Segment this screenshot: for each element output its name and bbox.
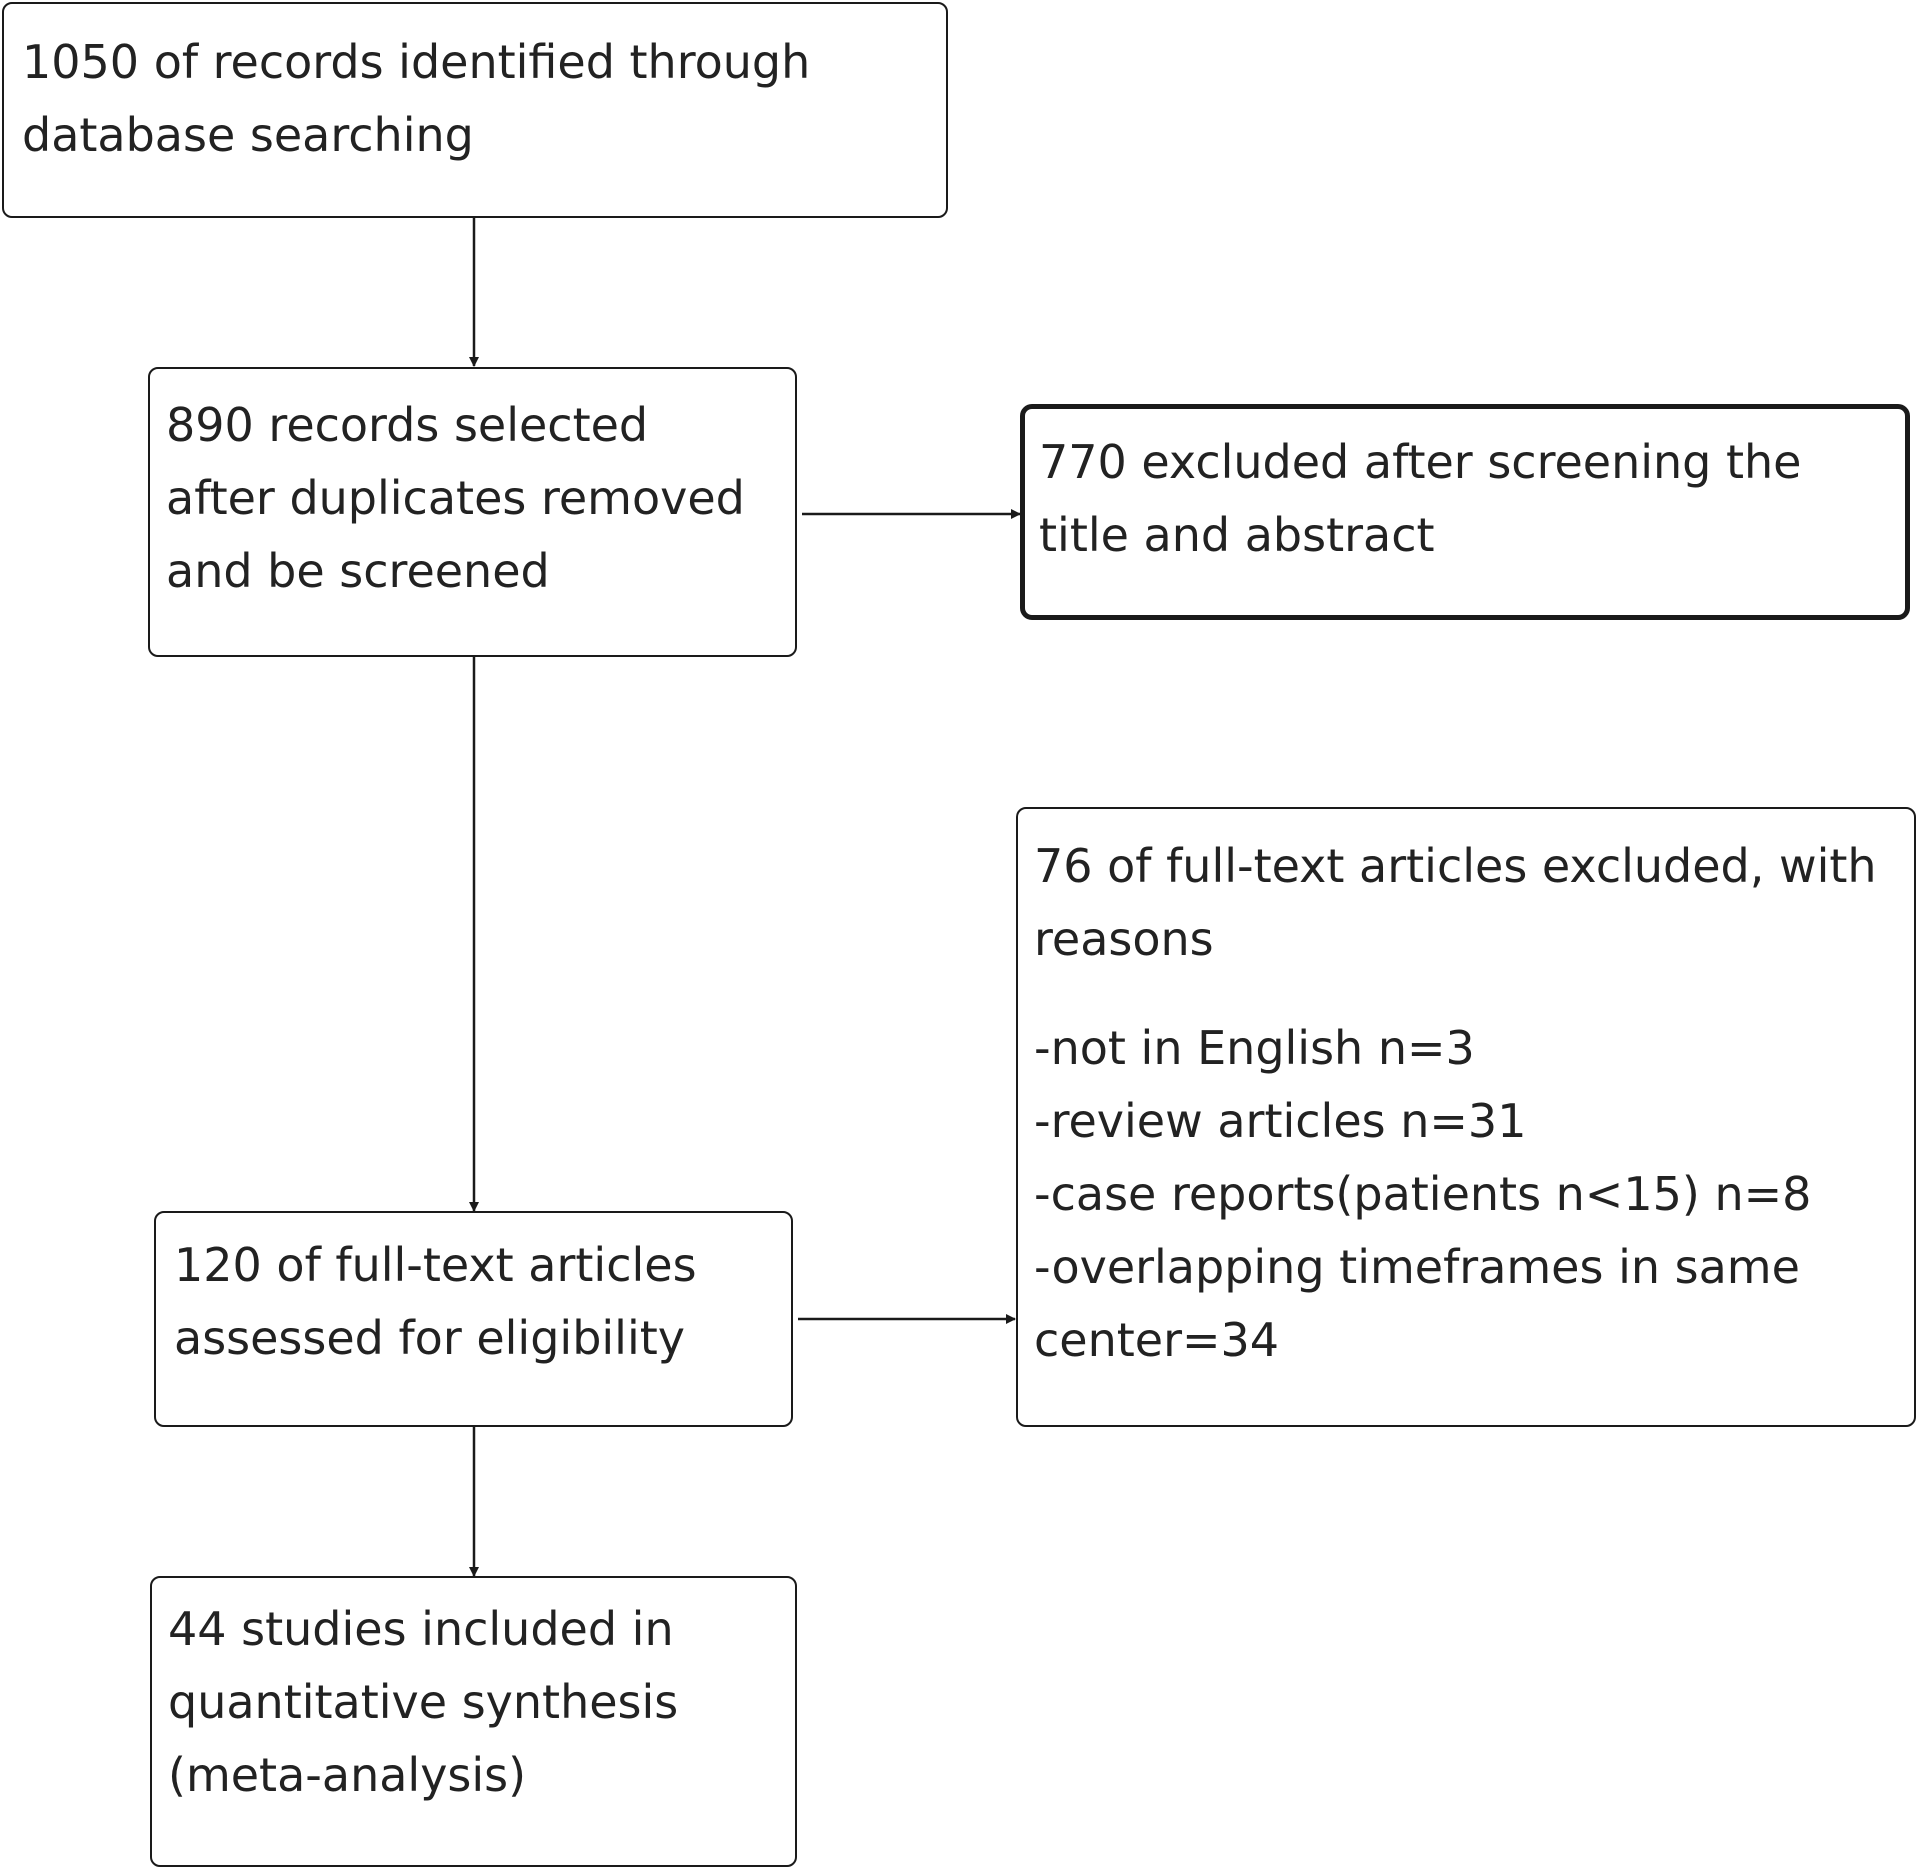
screened-records-line-1: 890 records selected: [166, 398, 649, 452]
exclusion-reason: -review articles n=31: [1034, 1094, 1527, 1148]
assessed-eligibility-box: 120 of full-text articles assessed for e…: [154, 1211, 793, 1427]
screened-records-line-2: after duplicates removed: [166, 471, 745, 525]
exclusion-reason: -case reports(patients n<15) n=8: [1034, 1167, 1812, 1221]
exclusion-reason: -not in English n=3: [1034, 1021, 1475, 1075]
included-line-2: quantitative synthesis: [168, 1675, 679, 1729]
identified-records-line-2: database searching: [22, 108, 474, 162]
exclusion-reason: -overlapping timeframes in same: [1034, 1240, 1800, 1294]
identified-records-box: 1050 of records identified through datab…: [2, 2, 948, 218]
excluded-title-line-1: 770 excluded after screening the: [1039, 435, 1802, 489]
exclusion-reason: center=34: [1034, 1313, 1280, 1367]
excluded-title-abstract-box: 770 excluded after screening the title a…: [1020, 404, 1910, 620]
assessed-line-2: assessed for eligibility: [174, 1311, 685, 1365]
excluded-fulltext-box: 76 of full-text articles excluded, with …: [1016, 807, 1916, 1427]
excluded-fulltext-heading-line-1: 76 of full-text articles excluded, with: [1034, 839, 1877, 893]
screened-records-box: 890 records selected after duplicates re…: [148, 367, 797, 657]
excluded-fulltext-heading-line-2: reasons: [1034, 912, 1214, 966]
excluded-title-line-2: title and abstract: [1039, 508, 1435, 562]
included-line-1: 44 studies included in: [168, 1602, 674, 1656]
identified-records-line-1: 1050 of records identified through: [22, 35, 811, 89]
included-line-3: (meta-analysis): [168, 1748, 527, 1802]
included-studies-box: 44 studies included in quantitative synt…: [150, 1576, 797, 1867]
screened-records-line-3: and be screened: [166, 544, 550, 598]
assessed-line-1: 120 of full-text articles: [174, 1238, 697, 1292]
